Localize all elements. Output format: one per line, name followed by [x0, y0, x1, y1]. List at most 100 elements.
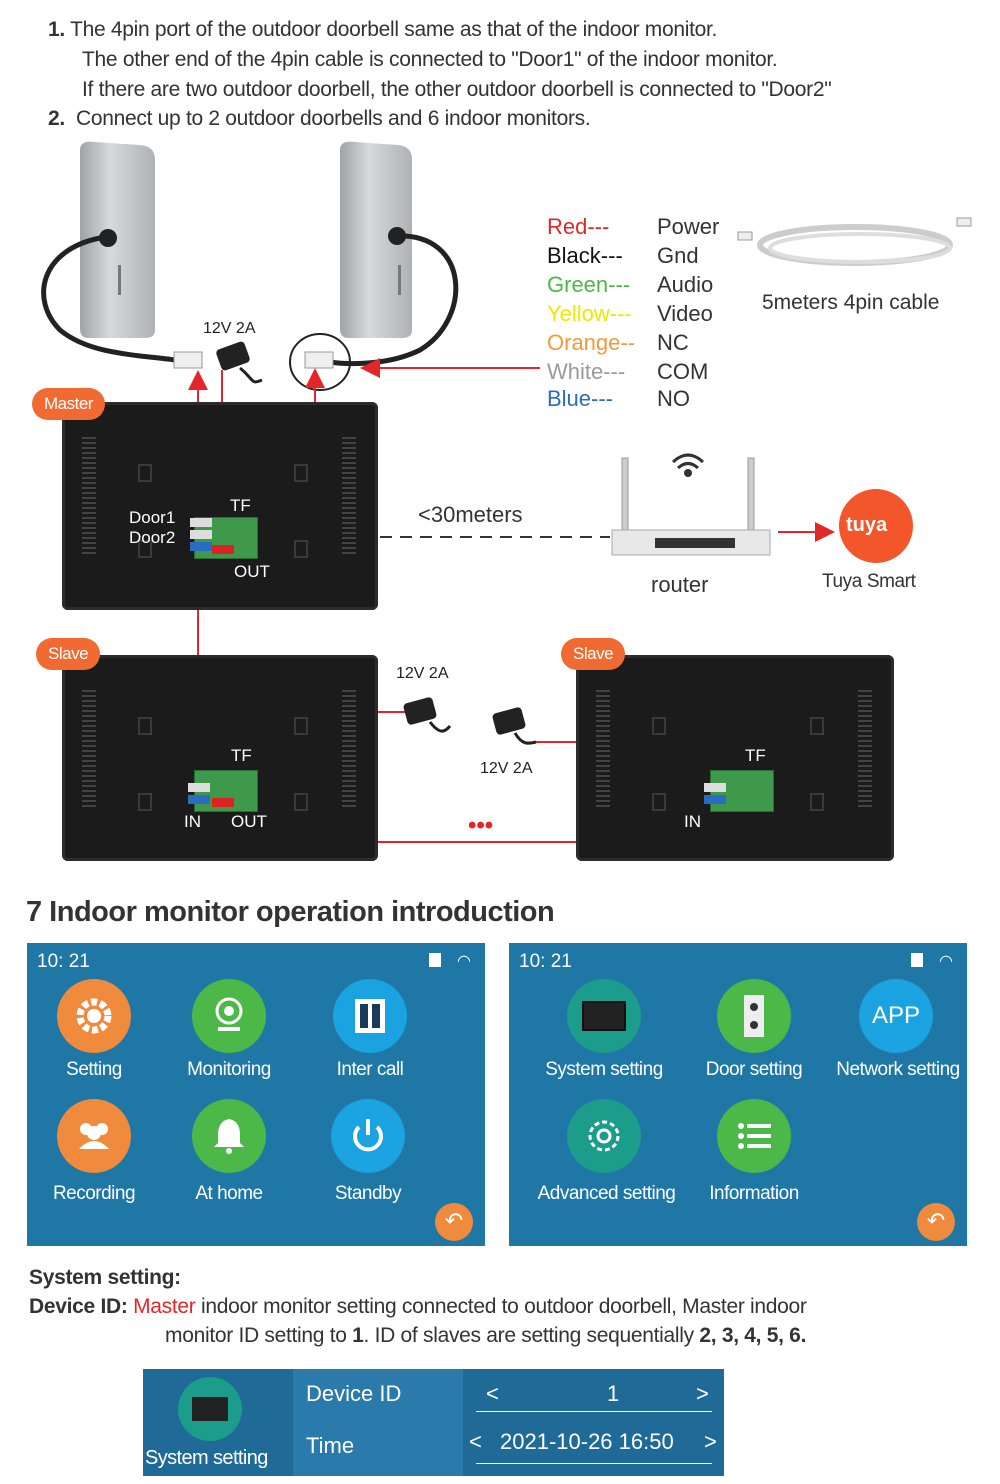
- master-monitor: [62, 402, 378, 610]
- device-id-value: 1: [607, 1381, 620, 1406]
- app-icon[interactable]: APP: [859, 979, 933, 1053]
- setting-label[interactable]: Setting: [66, 1059, 122, 1080]
- clock: 10: 21: [37, 951, 90, 972]
- mount-hole: [652, 717, 666, 735]
- connector-1: [173, 351, 203, 369]
- intercom-icon[interactable]: [333, 979, 407, 1053]
- mount-hole: [138, 793, 152, 811]
- standby-label[interactable]: Standby: [334, 1183, 402, 1204]
- power-adapter-3: [492, 707, 537, 745]
- advanced-gear-icon[interactable]: [567, 1099, 641, 1173]
- intro-line-1: 1. The 4pin port of the outdoor doorbell…: [48, 18, 718, 41]
- outdoor-doorbell-1: [80, 141, 155, 338]
- system-setting-bar: System setting Device ID Time < 1 > < 20…: [143, 1369, 724, 1476]
- power-label-1: 12V 2A: [203, 320, 256, 337]
- slave-monitor-1: [62, 655, 378, 861]
- power-adapter-1: [216, 341, 263, 384]
- bar-name-column: [293, 1369, 463, 1476]
- intro-line-2: The other end of the 4pin cable is conne…: [82, 48, 778, 71]
- device-id-prev-button[interactable]: <: [486, 1381, 499, 1406]
- terminal-blue: [188, 795, 210, 804]
- gear-icon[interactable]: [57, 979, 131, 1053]
- terminal-out: [212, 798, 234, 807]
- connector-highlight-circle: [289, 333, 351, 391]
- out-label: OUT: [231, 812, 267, 831]
- intro-line-4: 2. Connect up to 2 outdoor doorbells and…: [48, 107, 591, 130]
- information-label[interactable]: Information: [709, 1183, 799, 1204]
- monitoring-label[interactable]: Monitoring: [187, 1059, 271, 1080]
- router-image: [611, 457, 771, 556]
- slave-badge-2: Slave: [561, 638, 626, 670]
- wifi-icon: [671, 453, 705, 477]
- vent: [82, 690, 96, 810]
- terminal-blue: [190, 542, 212, 551]
- connector-2: [304, 351, 334, 369]
- device-id-name: Device ID: [306, 1381, 402, 1406]
- settings-panel: 10: 21 ◠ System setting Door setting APP…: [509, 943, 967, 1246]
- legend-row-black: Black---Gnd: [547, 243, 699, 268]
- door-setting-label[interactable]: Door setting: [705, 1059, 803, 1080]
- in-label: IN: [184, 812, 201, 831]
- time-underline: [476, 1463, 712, 1464]
- time-prev-button[interactable]: <: [469, 1429, 482, 1454]
- power-icon[interactable]: [331, 1099, 405, 1173]
- more-dots: •••: [468, 812, 494, 839]
- mount-hole: [294, 540, 308, 558]
- bar-label: System setting: [145, 1447, 268, 1469]
- in-label: IN: [684, 812, 701, 831]
- tf-label: TF: [230, 496, 251, 515]
- clock: 10: 21: [519, 951, 572, 972]
- bell-icon[interactable]: [192, 1099, 266, 1173]
- mount-hole: [294, 464, 308, 482]
- door1-label: Door1: [129, 508, 176, 527]
- people-icon[interactable]: [57, 1099, 131, 1173]
- power-adapter-2: [403, 697, 452, 733]
- vent: [82, 437, 96, 557]
- cable-label: 5meters 4pin cable: [762, 291, 940, 314]
- tf-label: TF: [745, 746, 766, 765]
- cable-coil-image: [737, 217, 972, 266]
- at-home-label[interactable]: At home: [195, 1183, 263, 1204]
- legend-row-white: White---COM: [547, 359, 709, 384]
- sd-card-icon: [911, 953, 923, 967]
- system-setting-label[interactable]: System setting: [545, 1059, 663, 1080]
- list-icon[interactable]: [717, 1099, 791, 1173]
- terminal-in: [704, 783, 726, 792]
- terminal-door1: [190, 518, 212, 527]
- device-id-underline: [476, 1411, 712, 1412]
- time-next-button[interactable]: >: [704, 1429, 717, 1454]
- tuya-label: Tuya Smart: [822, 571, 916, 592]
- app-icon-text: APP: [871, 1002, 921, 1029]
- vent: [858, 690, 872, 810]
- outdoor-doorbell-2: [340, 141, 412, 338]
- back-icon[interactable]: ↶: [917, 1203, 955, 1241]
- monitor-icon[interactable]: [567, 979, 641, 1053]
- home-panel: 10: 21 ◠ Setting Monitoring Inter call R…: [27, 943, 485, 1246]
- wifi-status-icon: ◠: [939, 953, 953, 970]
- mount-hole: [294, 793, 308, 811]
- device-id-desc-1: Device ID: Master indoor monitor setting…: [29, 1295, 807, 1318]
- tuya-logo-text: tuya: [846, 514, 888, 536]
- mount-hole: [294, 717, 308, 735]
- inter-call-label[interactable]: Inter call: [336, 1059, 404, 1080]
- mount-hole: [138, 464, 152, 482]
- device-id-next-button[interactable]: >: [696, 1381, 709, 1406]
- camera-icon[interactable]: [192, 979, 266, 1053]
- network-setting-label[interactable]: Network setting: [836, 1059, 960, 1080]
- legend-row-green: Green---Audio: [547, 272, 714, 297]
- doorbell-icon[interactable]: [717, 979, 791, 1053]
- sd-card-icon: [429, 953, 441, 967]
- advanced-setting-label[interactable]: Advanced setting: [537, 1183, 676, 1204]
- back-icon[interactable]: ↶: [435, 1203, 473, 1241]
- vent: [342, 690, 356, 810]
- legend-row-orange: Orange--NC: [547, 330, 689, 355]
- vent: [596, 690, 610, 810]
- power-label-3: 12V 2A: [480, 760, 533, 777]
- section-title: 7 Indoor monitor operation introduction: [26, 896, 555, 928]
- monitor-icon[interactable]: [178, 1377, 242, 1441]
- time-value: 2021-10-26 16:50: [500, 1429, 674, 1454]
- terminal-blue: [704, 795, 726, 804]
- slave-badge-1: Slave: [36, 638, 101, 670]
- terminal-in: [188, 783, 210, 792]
- recording-label[interactable]: Recording: [52, 1183, 136, 1204]
